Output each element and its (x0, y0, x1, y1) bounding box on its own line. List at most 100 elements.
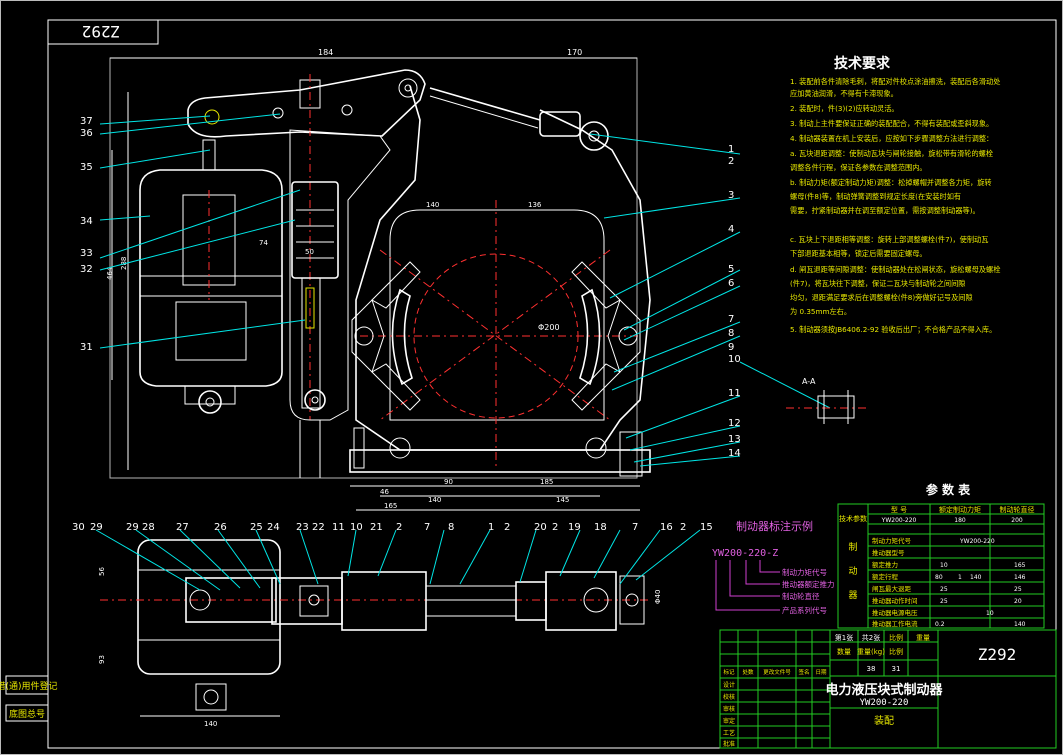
tb-qty-1: 重量(kg) (857, 648, 885, 656)
callout-b2d: 2 (680, 522, 686, 533)
callout-4: 4 (728, 224, 734, 235)
param-r8-v1: 0.2 (935, 621, 945, 628)
param-r5-v1: 25 (940, 586, 948, 593)
param-r4-v2: 1 (958, 574, 962, 581)
tb-role-0: 设计 (723, 681, 735, 689)
param-r2-label: 推动器型号 (872, 548, 905, 557)
param-wheel-value: 200 (1011, 517, 1023, 524)
callout-b23: 23 (296, 522, 309, 533)
plan-thruster-body (137, 539, 281, 675)
tb-role-4: 工艺 (723, 729, 735, 737)
marking-label-2: 推动器额定推力 (782, 579, 835, 589)
title-code-box: Z292 (47, 19, 159, 45)
callout-11: 11 (728, 388, 741, 399)
param-col-torque: 额定制动力矩 (939, 505, 981, 514)
tech-req-line-2: 应加黄油润滑，不得有卡滞现象。 (790, 89, 898, 98)
callout-35: 35 (80, 162, 93, 173)
callout-36: 36 (80, 128, 93, 139)
param-side-3: 器 (848, 590, 857, 601)
tech-req-line-16: 为 0.35mm左右。 (790, 307, 851, 316)
left-side-labels: 借(通)用件登记 底图总号 (0, 675, 58, 722)
tech-req-line-11: c. 瓦块上下退距相等调整：旋转上部调整螺栓(件7)，使制动瓦 (790, 235, 988, 244)
parameter-table: 参 数 表 型 号 额定制动力矩 制动轮直径 技术参数 YW200-220 18… (837, 482, 1045, 629)
callout-b7b: 7 (632, 522, 638, 533)
tb-role-2: 审核 (723, 705, 735, 713)
param-r3-v1: 10 (940, 562, 948, 569)
callout-9: 9 (728, 342, 734, 353)
callout-8: 8 (728, 328, 734, 339)
tb-model: YW200-220 (860, 698, 909, 708)
param-table-heading: 参 数 表 (926, 482, 971, 497)
tech-req-line-10: 需要，拧紧制动器并在调至额定位置，需按调整制动器等)。 (790, 206, 980, 215)
callout-14: 14 (728, 448, 741, 459)
callout-2: 2 (728, 156, 734, 167)
push-rod (301, 277, 321, 409)
callout-b2b: 2 (504, 522, 510, 533)
callout-b21: 21 (370, 522, 383, 533)
callout-33: 33 (80, 248, 93, 259)
param-r7-v2: 10 (986, 610, 994, 617)
dim-plan-40: Φ40 (654, 590, 662, 604)
param-r4-v1: 80 (935, 574, 943, 581)
callout-1: 1 (728, 144, 734, 155)
tb-col-4: 日期 (815, 669, 827, 676)
tech-req-line-12: 下部退距基本相等，锁定后需要固定螺母。 (790, 249, 927, 258)
param-r5-label: 闸瓦最大退距 (872, 584, 912, 593)
base-rail (349, 449, 651, 473)
marking-label-3: 制动轮直径 (782, 591, 820, 601)
callout-b30: 30 (72, 522, 85, 533)
tb-qty-0: 数量 (837, 647, 851, 656)
dim-bottom-46: 46 (380, 488, 389, 496)
param-col-model: 型 号 (891, 505, 907, 514)
callout-b24: 24 (267, 522, 280, 533)
tb-weight-label: 重量 (916, 634, 930, 642)
param-side-2: 动 (848, 566, 857, 577)
tb-role-3: 审定 (723, 717, 735, 725)
dim-bottom-90: 90 (444, 478, 453, 486)
param-row-header: 技术参数 (839, 514, 867, 523)
tb-role-5: 批准 (723, 740, 735, 748)
dim-bottom-185: 185 (540, 478, 553, 486)
tb-num-0: 38 (867, 665, 876, 673)
param-model-value: YW200-220 (881, 517, 917, 524)
bottom-callouts: 30 29 29 28 27 26 25 24 23 22 11 10 21 2… (72, 522, 713, 591)
callout-13: 13 (728, 434, 741, 445)
marking-heading: 制动器标注示例 (736, 519, 813, 533)
param-torque-value: 180 (954, 517, 966, 524)
dim-top-left: 184 (318, 48, 333, 57)
dim-50: 50 (305, 248, 314, 256)
dim-464: 464 (106, 266, 114, 280)
tb-role-1: 校核 (723, 693, 735, 701)
tb-col-3: 签名 (798, 668, 809, 676)
tb-total: 共2张 (862, 633, 880, 642)
title-code-text: Z292 (82, 22, 121, 41)
plan-view: 140 56 93 Φ40 (98, 539, 662, 728)
callout-32: 32 (80, 264, 93, 275)
callout-b29a: 29 (90, 522, 103, 533)
param-r3-label: 额定推力 (872, 560, 898, 569)
tb-scale-label: 比例 (889, 633, 903, 642)
param-r5-v3: 25 (1014, 586, 1022, 593)
marking-example: 制动器标注示例 YW200-220-Z 制动力矩代号 推动器额定推力 制动轮直径… (712, 519, 835, 615)
tech-req-line-17: 5. 制动器须按JB6406.2-92 验收后出厂；不合格产品不得入库。 (790, 325, 996, 334)
callout-10: 10 (728, 354, 741, 365)
param-r4-v3: 140 (970, 574, 982, 581)
left-brake-shoe (391, 288, 413, 386)
callout-b28: 28 (142, 522, 155, 533)
callout-b7: 7 (424, 522, 430, 533)
tech-req-line-14: (件7)，将瓦块往下调整，保证二瓦块与制动轮之间间隙 (790, 279, 966, 288)
dim-plan-93: 93 (98, 655, 106, 664)
marking-code: YW200-220-Z (712, 548, 778, 559)
tech-req-line-6: a. 瓦块退距调整：使制动瓦块与闸轮接触，旋松带有滑轮的螺栓 (790, 149, 993, 158)
dim-136: 136 (528, 201, 542, 209)
callout-b27: 27 (176, 522, 189, 533)
dim-plan-140: 140 (204, 720, 217, 728)
callout-b1: 1 (488, 522, 494, 533)
param-r6-label: 推动器动作时间 (872, 596, 918, 605)
top-lever (187, 69, 426, 138)
tech-req-line-7: 调整各件行程，保证各参数在调整范围内。 (790, 163, 927, 172)
callout-b16: 16 (660, 522, 673, 533)
callout-b18: 18 (594, 522, 607, 533)
dim-bottom-140: 140 (428, 496, 441, 504)
